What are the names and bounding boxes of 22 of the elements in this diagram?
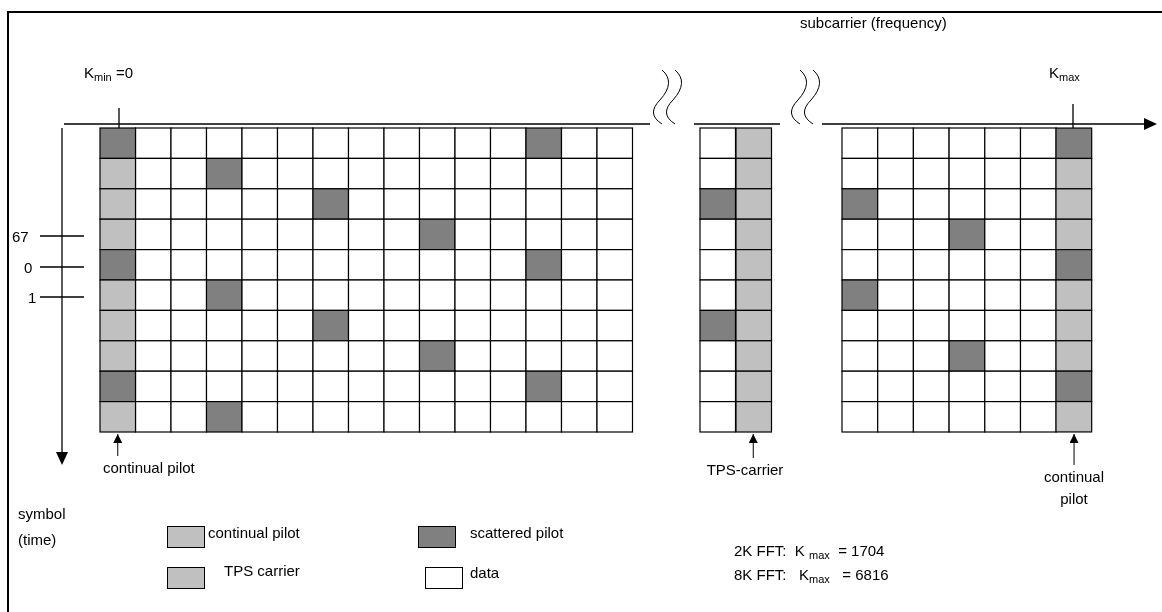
callout-label: continual pilot	[103, 457, 263, 479]
leader-arrow	[748, 433, 758, 459]
tick-label: 1	[28, 289, 37, 307]
axis-label: K$_{max}$	[1049, 64, 1080, 85]
note-text: 2K FFT: K $_{max}$ = 1704	[734, 542, 885, 563]
tick-label: 0	[24, 259, 33, 277]
leader-arrow	[1069, 433, 1079, 466]
axis-title: symbol (time)	[18, 504, 67, 550]
legend-label: data	[470, 564, 500, 582]
pilot-column	[1056, 128, 1092, 432]
tick-label: 67	[12, 228, 29, 246]
note-text: 8K FFT: K$_{max}$ = 6816	[734, 566, 889, 587]
legend-label: TPS carrier	[224, 562, 300, 580]
callout-label: TPS-carrier	[690, 459, 800, 481]
axis-label: K$_{min}$ =0	[84, 64, 134, 85]
pilot-column	[100, 128, 136, 432]
axis-title: subcarrier (frequency)	[800, 14, 947, 32]
callout-label: continual pilot	[1034, 466, 1114, 510]
pilot-column	[735, 128, 771, 432]
leader-arrow	[113, 433, 123, 457]
legend-label: continual pilot	[208, 524, 300, 542]
legend-label: scattered pilot	[470, 524, 564, 542]
